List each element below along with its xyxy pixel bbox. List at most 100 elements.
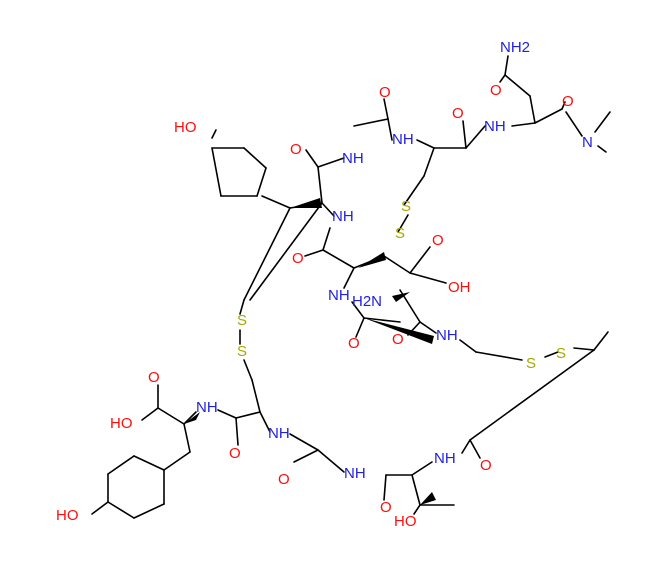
bond	[499, 74, 506, 83]
bond	[529, 95, 536, 124]
atom-label: NH	[332, 208, 354, 225]
bond	[409, 246, 431, 274]
atom-label: S	[401, 198, 411, 215]
bond	[459, 339, 477, 353]
bond	[249, 202, 323, 301]
bond-layer	[91, 55, 611, 519]
atom-label: O	[380, 499, 392, 516]
atom-label: S	[556, 345, 566, 362]
bond	[235, 417, 239, 446]
bond	[304, 249, 324, 257]
bond	[133, 455, 165, 471]
bond	[403, 175, 425, 206]
atom-label: OH	[448, 279, 471, 296]
atom-label: O	[432, 232, 444, 249]
bond	[419, 321, 437, 334]
bond	[305, 149, 319, 168]
bond	[573, 347, 595, 351]
wedge-bond	[184, 412, 200, 424]
atom-label: O	[290, 141, 302, 158]
bond	[383, 98, 389, 120]
bond	[409, 272, 447, 284]
atom-label-layer: NH2 O O NH O NH O N HO O NH NH S S O O O…	[56, 39, 593, 530]
bond	[469, 439, 481, 459]
atom-label: O	[348, 335, 360, 352]
bond	[416, 139, 435, 149]
stereo-wedges	[184, 198, 436, 505]
bond	[317, 157, 345, 168]
bond	[133, 503, 165, 519]
atom-label: O	[229, 445, 241, 462]
bond	[351, 301, 365, 319]
bond	[239, 299, 245, 315]
bond	[597, 145, 607, 153]
bond	[322, 249, 355, 269]
atom-label: S	[526, 355, 536, 372]
atom-label: O	[148, 369, 160, 386]
bond	[383, 474, 387, 501]
bond	[259, 411, 271, 433]
atom-label: NH2	[500, 39, 530, 56]
bond	[565, 111, 583, 137]
bond	[343, 267, 355, 289]
bond	[593, 331, 609, 351]
bond	[251, 379, 261, 413]
atom-label: O	[292, 250, 304, 267]
bond	[387, 118, 393, 141]
bond	[261, 195, 291, 209]
bond	[475, 351, 523, 361]
bond	[289, 433, 319, 451]
bond	[317, 449, 345, 473]
atom-label: O	[562, 93, 574, 110]
bond	[461, 439, 471, 454]
bond	[157, 407, 185, 425]
atom-label: NH	[328, 287, 350, 304]
bond	[561, 101, 566, 110]
bond	[504, 55, 509, 76]
atom-label: HO	[394, 513, 417, 530]
bond	[544, 351, 559, 358]
atom-label: N	[582, 134, 593, 151]
bond	[363, 317, 401, 323]
atom-label: O	[379, 84, 391, 101]
bond	[183, 411, 197, 425]
bond	[321, 202, 335, 217]
bond	[211, 129, 217, 139]
atom-label: O	[278, 471, 290, 488]
bond	[355, 317, 365, 338]
bond	[141, 407, 159, 421]
atom-label: NH	[344, 465, 366, 482]
bond	[423, 147, 435, 177]
bond	[211, 147, 222, 197]
bond	[217, 409, 237, 419]
bond	[107, 501, 135, 519]
atom-label: NH	[484, 118, 506, 135]
bond	[594, 111, 611, 133]
wedge-bond	[358, 252, 386, 268]
bond	[243, 207, 291, 301]
atom-label: S	[237, 343, 247, 360]
bond	[163, 451, 191, 471]
bond	[397, 214, 409, 233]
atom-label: S	[237, 312, 247, 329]
atom-label: HO	[174, 119, 197, 136]
atom-label: O	[490, 82, 502, 99]
atom-label: HO	[56, 507, 79, 524]
bond	[183, 423, 191, 453]
bond	[322, 227, 331, 251]
bond	[353, 118, 389, 127]
atom-label: NH	[436, 327, 458, 344]
bond	[469, 349, 595, 441]
bond	[413, 504, 421, 515]
atom-label: NH	[268, 425, 290, 442]
bond	[504, 74, 531, 97]
atom-label: HO	[110, 415, 133, 432]
bond	[383, 255, 411, 274]
wedge-bond	[420, 492, 436, 505]
bond	[534, 108, 563, 124]
atom-label: O	[392, 331, 404, 348]
bond	[235, 411, 261, 419]
bond	[465, 125, 486, 149]
bond	[511, 122, 536, 127]
